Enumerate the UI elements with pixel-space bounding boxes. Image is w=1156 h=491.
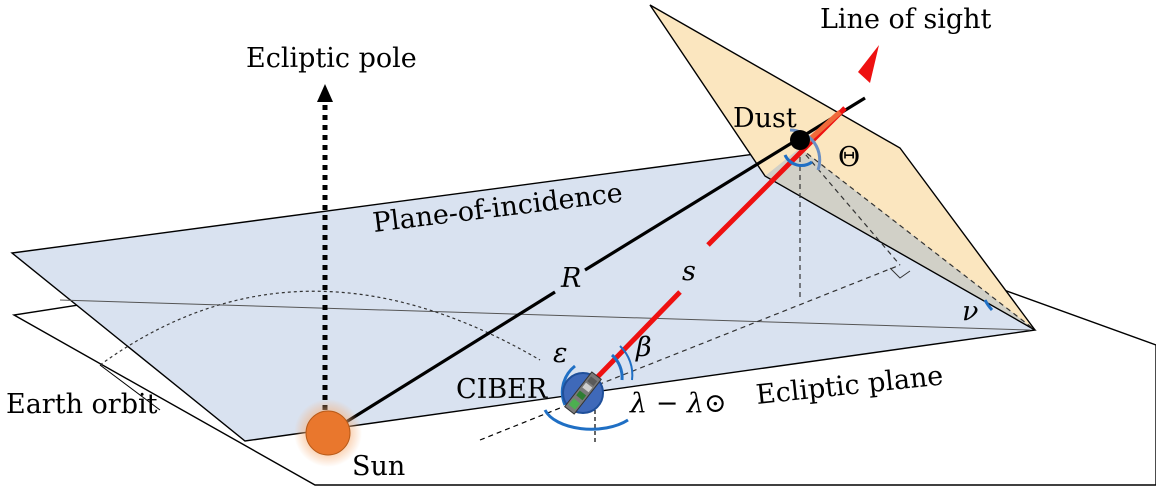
dust-to-corner-dashed [799,147,1036,331]
nu-angle-arc [983,299,994,312]
label-nu: ν [962,296,978,327]
label-sun: Sun [352,451,405,482]
label-R: R [560,263,581,294]
label-s: s [682,256,696,287]
lambda-angle-arc [543,409,629,431]
ecliptic-pole-arrowhead [317,84,333,102]
ciber-spacecraft-icon [564,371,602,415]
label-ecliptic-pole: Ecliptic pole [246,43,417,74]
beta-angle-arc-2 [619,345,634,381]
sun-dust-line [329,290,556,434]
label-ciber: CIBER [456,374,548,405]
label-theta: Θ [838,142,860,173]
projection-dashed-1 [589,264,901,389]
sun-dust-line-2 [584,96,866,272]
label-earth-orbit: Earth orbit [6,389,158,420]
dust-plane-shadow [765,148,1035,330]
label-epsilon: ε [553,338,568,369]
label-beta: β [635,332,652,363]
label-line-of-sight: Line of sight [820,4,992,35]
label-dust: Dust [733,103,797,134]
dust-to-foot-dashed [799,147,901,266]
label-lambda-diff: λ − λ⊙ [629,388,727,419]
sun [305,410,351,456]
dust-point [790,130,810,150]
incidence-guide-line [59,299,1031,331]
dust-angle-arc [783,154,813,167]
beta-angle-arc [610,353,624,381]
line-of-sight-arrowhead [858,45,879,83]
right-angle-marker [889,267,911,279]
dust-plane-edge [764,175,1036,331]
earth-orbit-arc [99,290,541,366]
earth-orbit-pointer [99,364,161,411]
